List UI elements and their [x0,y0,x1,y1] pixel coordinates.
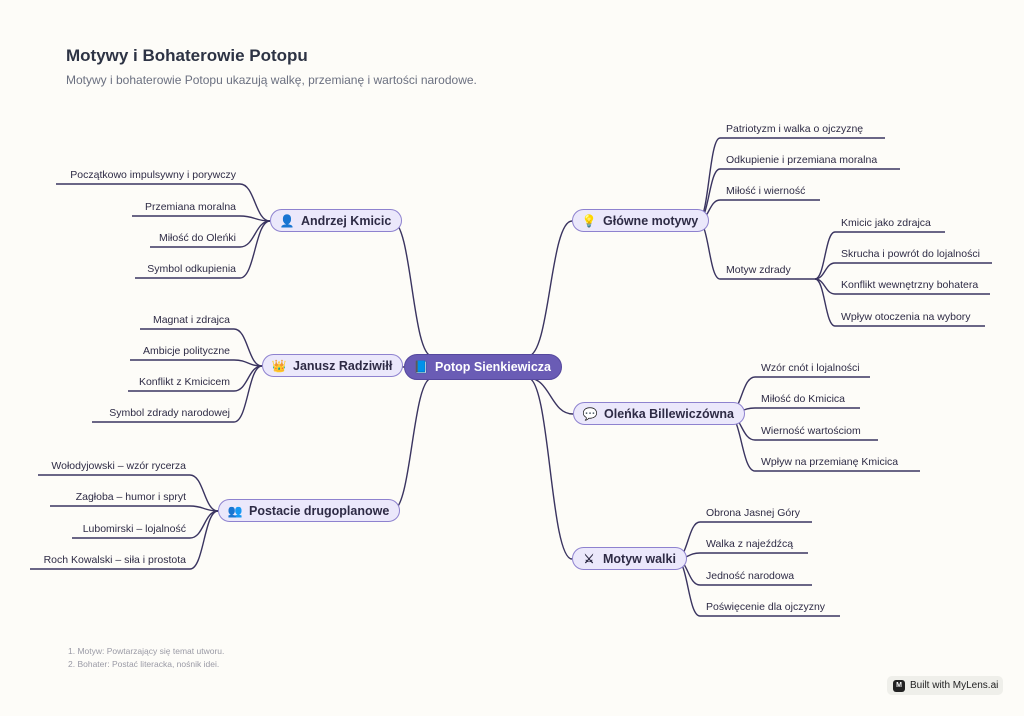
crown-icon: 👑 [271,358,287,373]
branch-motyw-walki[interactable]: ⚔ Motyw walki [572,547,687,570]
leaf-item[interactable]: Ambicje polityczne [143,345,230,357]
connector [239,215,271,222]
connector [391,377,433,512]
leaf-item[interactable]: Wołodyjowski – wzór rycerza [51,460,186,472]
branch-janusz-radziwill[interactable]: 👑 Janusz Radziwiłł [262,354,404,377]
leaf-item[interactable]: Obrona Jasnej Góry [706,507,800,519]
node-label: Andrzej Kmicic [301,213,392,228]
leaf-item[interactable]: Symbol zdrady narodowej [109,407,230,419]
leaf-item[interactable]: Zagłoba – humor i spryt [75,491,186,503]
leaf-item[interactable]: Wierność wartościom [761,425,861,437]
book-icon: 📘 [413,360,429,374]
leaf-item[interactable]: Miłość do Oleńki [158,232,236,244]
node-label: Oleńka Billewiczówna [604,406,734,421]
leaf-item[interactable]: Wpływ otoczenia na wybory [841,311,971,323]
node-label: Motyw walki [603,551,676,566]
connector [233,359,263,367]
leaf-item[interactable]: Przemiana moralna [144,201,236,213]
leaf-item[interactable]: Wpływ na przemianę Kmicica [761,456,899,468]
connector [233,365,263,423]
node-label: Postacie drugoplanowe [249,503,390,518]
leaf-item[interactable]: Miłość i wierność [726,185,806,197]
connector [239,220,271,248]
leaf-item[interactable]: Poświęcenie dla ojczyzny [706,601,826,613]
chat-icon: 💬 [582,406,598,421]
connector [391,220,433,357]
footnote: 2. Bohater: Postać literacka, nośnik ide… [68,659,220,669]
leaf-item[interactable]: Konflikt z Kmicicem [138,376,230,388]
mylens-logo-icon: M [893,679,905,692]
leaf-item[interactable]: Wzór cnót i lojalności [761,362,860,374]
leaf-item[interactable]: Odkupienie i przemiana moralna [726,154,878,166]
node-label: Janusz Radziwiłł [293,358,393,373]
footnotes: 1. Motyw: Powtarzający się temat utworu.… [68,645,224,671]
leaf-item[interactable]: Motyw zdrady [726,264,791,276]
branch-postacie-drugoplanowe[interactable]: 👥 Postacie drugoplanowe [218,499,401,522]
leaf-item[interactable]: Kmicic jako zdrajca [841,217,931,229]
leaf-item[interactable]: Magnat i zdrajca [152,314,230,326]
connector [527,220,573,357]
connector [814,278,836,327]
leaf-item[interactable]: Początkowo impulsywny i porywczy [70,169,236,181]
connector [239,220,271,279]
connector [814,262,836,280]
central-node[interactable]: 📘 Potop Sienkiewicza [404,354,563,380]
leaf-item[interactable]: Lubomirski – lojalność [82,523,186,535]
connector [233,328,263,367]
leaf-item[interactable]: Symbol odkupienia [147,263,236,275]
leaf-item[interactable]: Patriotyzm i walka o ojczyznę [726,123,864,135]
connector [527,377,573,560]
leaf-item[interactable]: Miłość do Kmicica [761,393,846,405]
node-label: Potop Sienkiewicza [435,360,552,374]
footnote: 1. Motyw: Powtarzający się temat utworu. [68,646,225,656]
badge-label: Built with MyLens.ai [910,680,999,691]
node-label: Główne motywy [603,213,699,228]
connector [239,183,271,222]
connector [189,510,219,570]
lightbulb-icon: 💡 [581,213,597,228]
connector [233,365,263,392]
mylens-badge[interactable]: M Built with MyLens.ai [887,676,1003,695]
leaf-item[interactable]: Roch Kowalski – siła i prostota [43,554,186,566]
connector [814,231,836,280]
branch-glowne-motywy[interactable]: 💡 Główne motywy [572,209,710,232]
leaf-item[interactable]: Skrucha i powrót do lojalności [841,248,980,260]
branch-olenka-billewiczowna[interactable]: 💬 Oleńka Billewiczówna [573,402,745,425]
swords-icon: ⚔ [583,551,595,566]
connector [189,505,219,512]
connector [697,137,721,222]
leaf-item[interactable]: Konflikt wewnętrzny bohatera [841,279,979,291]
branch-andrzej-kmicic[interactable]: 👤 Andrzej Kmicic [270,209,403,232]
people-icon: 👥 [227,503,243,518]
person-icon: 👤 [279,213,295,228]
connector [189,510,219,539]
leaf-item[interactable]: Walka z najeźdźcą [706,538,794,550]
page-subtitle: Motywy i bohaterowie Potopu ukazują walk… [66,73,477,87]
connector [189,474,219,512]
page-title: Motywy i Bohaterowie Potopu [66,46,308,65]
leaf-item[interactable]: Jedność narodowa [706,570,795,582]
